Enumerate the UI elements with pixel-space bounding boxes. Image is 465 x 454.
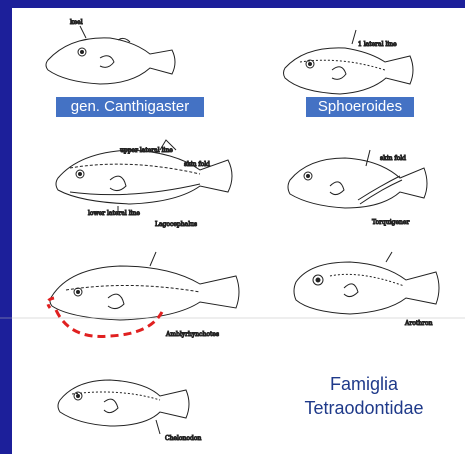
fish-amblyrhynchotes bbox=[0, 252, 465, 320]
label-sphoeroides: Sphoeroides bbox=[306, 97, 414, 117]
family-title-line2: Tetraodontidae bbox=[278, 396, 450, 420]
annotation-upper-lateral-line: upper lateral line bbox=[120, 147, 173, 154]
annotation-lower-lateral-line: lower lateral line bbox=[88, 210, 140, 217]
caption-torquigener: Torquigener bbox=[372, 219, 409, 226]
label-canthigaster: gen. Canthigaster bbox=[56, 97, 204, 117]
annotation-keel: keel bbox=[70, 19, 83, 26]
fish-canthigaster bbox=[46, 26, 175, 84]
caption-lagocephalus: Lagocephalus bbox=[155, 221, 197, 228]
family-title: Famiglia Tetraodontidae bbox=[278, 372, 450, 420]
fish-torquigener bbox=[288, 150, 427, 208]
fish-sphoeroides bbox=[284, 30, 414, 94]
caption-amblyrhynchotes: Amblyrhynchotes bbox=[165, 331, 219, 338]
caption-chelonodon: Chelonodon bbox=[165, 435, 201, 442]
caption-arothron: Arothron bbox=[404, 320, 433, 327]
fish-arothron bbox=[294, 252, 439, 314]
family-title-line1: Famiglia bbox=[278, 372, 450, 396]
annotation-skin-fold-2: skin fold bbox=[380, 155, 406, 162]
annotation-skin-fold-1: skin fold bbox=[184, 161, 210, 168]
annotation-lateral-line: 1 lateral line bbox=[358, 41, 397, 48]
fish-chelonodon bbox=[58, 380, 189, 434]
